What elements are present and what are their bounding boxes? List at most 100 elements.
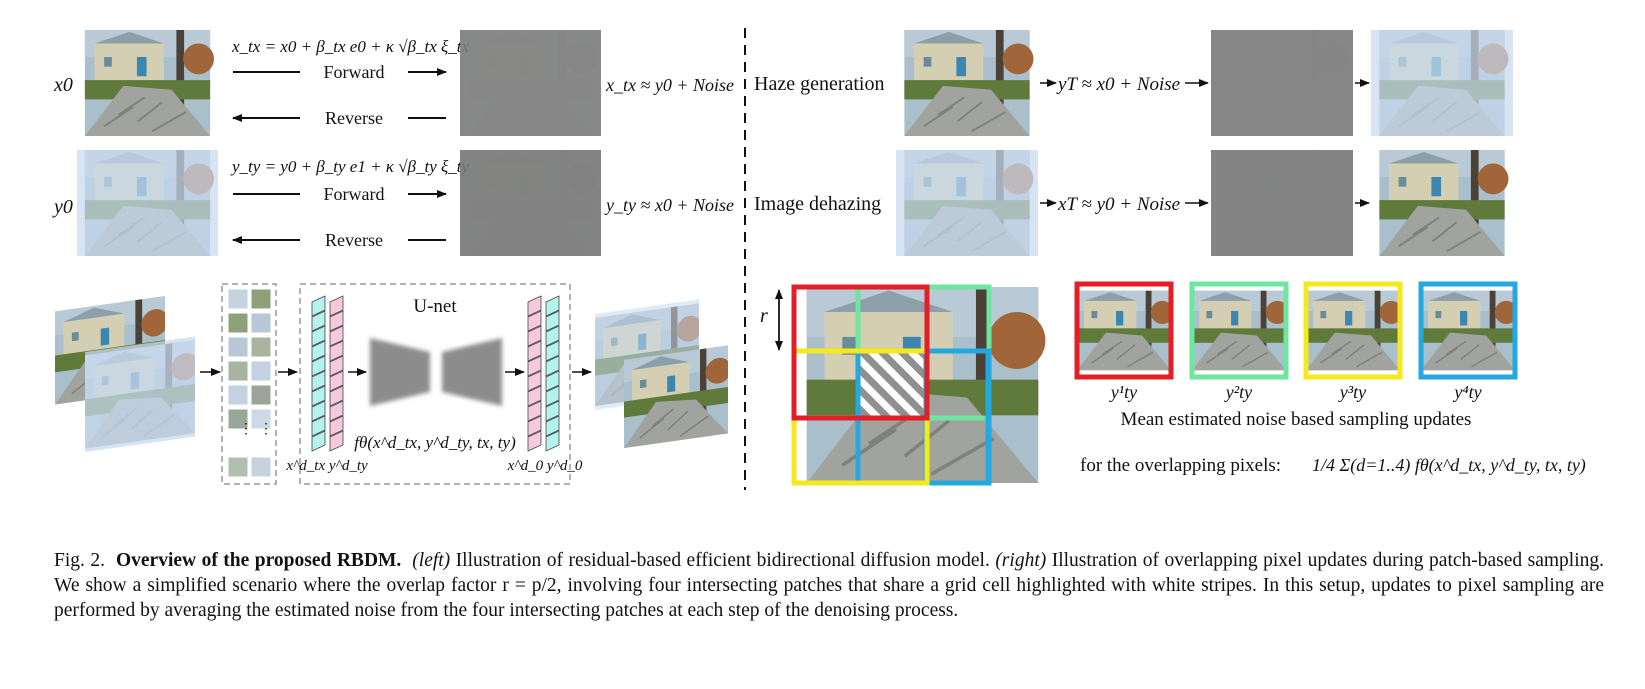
output-feature-pink	[527, 325, 542, 347]
svg-text:⋮: ⋮	[259, 422, 273, 437]
input-feature-cyan	[311, 370, 326, 392]
input-feature-label: x^d_tx y^d_ty	[285, 458, 368, 474]
output-feature-pink	[527, 310, 542, 332]
patch-cell	[227, 312, 249, 334]
input-feature-cyan	[311, 340, 326, 362]
mean-noise-text: Mean estimated noise based sampling upda…	[1121, 409, 1472, 430]
input-feature-pink	[329, 325, 344, 347]
input-feature-cyan	[311, 355, 326, 377]
output-feature-pink	[527, 385, 542, 407]
input-feature-cyan	[311, 325, 326, 347]
y0-hazy-image	[77, 150, 218, 256]
output-feature-cyan	[545, 370, 560, 392]
output-feature-cyan	[545, 325, 560, 347]
forward-label-y: Forward	[324, 184, 385, 204]
output-feature-pink	[527, 415, 542, 437]
y0-label: y0	[52, 196, 73, 218]
patch-cell	[250, 312, 272, 334]
output-feature-pink	[527, 295, 542, 317]
input-feature-cyan	[311, 385, 326, 407]
patch-label-2: y²ty	[1224, 382, 1252, 402]
reverse-label-y: Reverse	[325, 230, 383, 250]
input-feature-cyan	[311, 415, 326, 437]
output-feature-pink	[527, 340, 542, 362]
patch-cell	[250, 336, 272, 358]
input-feature-pink	[329, 295, 344, 317]
output-feature-pink	[527, 400, 542, 422]
unet-block: U-net fθ(x^d_tx, y^d_ty, tx, ty) x^d_tx …	[285, 283, 583, 485]
patch-cell	[227, 456, 249, 478]
input-feature-pink	[329, 415, 344, 437]
forward-equation-y: y_ty = y0 + β_ty e1 + κ √β_ty ξ_ty	[230, 157, 470, 176]
yT-equation: yT ≈ x0 + Noise	[1056, 74, 1180, 95]
overlap-cell	[856, 349, 928, 419]
haze-generation-label: Haze generation	[754, 73, 884, 95]
input-feature-pink	[329, 430, 344, 452]
input-feature-cyan	[311, 430, 326, 452]
patch-thumb-2	[1189, 281, 1289, 380]
haze-gen-output-image	[1371, 30, 1513, 136]
patch-cell	[227, 408, 249, 430]
approx-y: y_ty ≈ x0 + Noise	[604, 195, 734, 215]
forward-equation-x: x_tx = x0 + β_tx e0 + κ √β_tx ξ_tx	[231, 37, 470, 56]
patch-cell	[250, 408, 272, 430]
caption-right-tag: (right)	[995, 550, 1047, 571]
caption-right-text: Illustration of overlapping pixel update…	[54, 550, 1605, 621]
figure-title: Overview of the proposed RBDM.	[115, 550, 402, 571]
patch-cell	[227, 336, 249, 358]
output-feature-pink	[527, 430, 542, 452]
output-feature-label: x^d_0 y^d_0	[507, 458, 583, 474]
caption-left-text: Illustration of residual-based efficient…	[455, 550, 990, 571]
x0-label: x0	[53, 74, 73, 96]
input-feature-cyan	[311, 310, 326, 332]
figure-number: Fig. 2.	[54, 550, 105, 571]
output-image-pair	[595, 299, 728, 449]
haze-gen-noise-image	[1211, 30, 1353, 136]
figure-caption: Fig. 2. Overview of the proposed RBDM. (…	[54, 548, 1604, 623]
input-feature-cyan	[311, 295, 326, 317]
output-feature-cyan	[545, 355, 560, 377]
xT-equation: xT ≈ y0 + Noise	[1057, 194, 1180, 215]
dehaze-noise-image	[1211, 150, 1353, 256]
patch-cell	[227, 288, 249, 310]
forward-label-x: Forward	[324, 62, 385, 82]
haze-gen-input-image	[903, 30, 1035, 136]
image-dehazing-label: Image dehazing	[754, 193, 881, 215]
patch-thumb-4	[1418, 281, 1518, 380]
patch-cell	[227, 384, 249, 406]
patch-cell	[250, 384, 272, 406]
unet-formula: fθ(x^d_tx, y^d_ty, tx, ty)	[354, 433, 516, 452]
approx-x: x_tx ≈ y0 + Noise	[605, 75, 734, 95]
output-feature-cyan	[545, 385, 560, 407]
patch-thumb-3	[1303, 281, 1403, 380]
input-feature-pink	[329, 310, 344, 332]
patch-cell	[250, 288, 272, 310]
output-feature-cyan	[545, 430, 560, 452]
unet-decoder	[442, 338, 502, 406]
output-feature-cyan	[545, 340, 560, 362]
patch-1-box	[791, 284, 930, 421]
r-label: r	[760, 305, 768, 327]
patch-cell	[250, 360, 272, 382]
input-feature-pink	[329, 355, 344, 377]
x0-clear-image	[83, 30, 216, 136]
overlap-formula: 1/4 Σ(d=1..4) fθ(x^d_tx, y^d_ty, tx, ty)	[1312, 455, 1586, 476]
output-feature-pink	[527, 370, 542, 392]
patch-stack: ⋮ ⋮	[221, 283, 277, 485]
caption-left-tag: (left)	[412, 550, 451, 571]
input-image-pair	[55, 294, 195, 452]
input-feature-pink	[329, 385, 344, 407]
output-feature-cyan	[545, 415, 560, 437]
patch-label-4: y⁴ty	[1452, 382, 1481, 402]
input-feature-pink	[329, 340, 344, 362]
reverse-label-x: Reverse	[325, 108, 383, 128]
dehaze-output-image	[1378, 150, 1510, 256]
patch-cell	[250, 456, 272, 478]
patch-cell	[227, 360, 249, 382]
output-feature-pink	[527, 355, 542, 377]
patch-thumb-1	[1074, 281, 1174, 380]
output-feature-cyan	[545, 295, 560, 317]
patch-label-3: y³ty	[1338, 382, 1366, 402]
svg-text:⋮: ⋮	[239, 422, 253, 437]
patch-label-1: y¹ty	[1109, 382, 1137, 402]
